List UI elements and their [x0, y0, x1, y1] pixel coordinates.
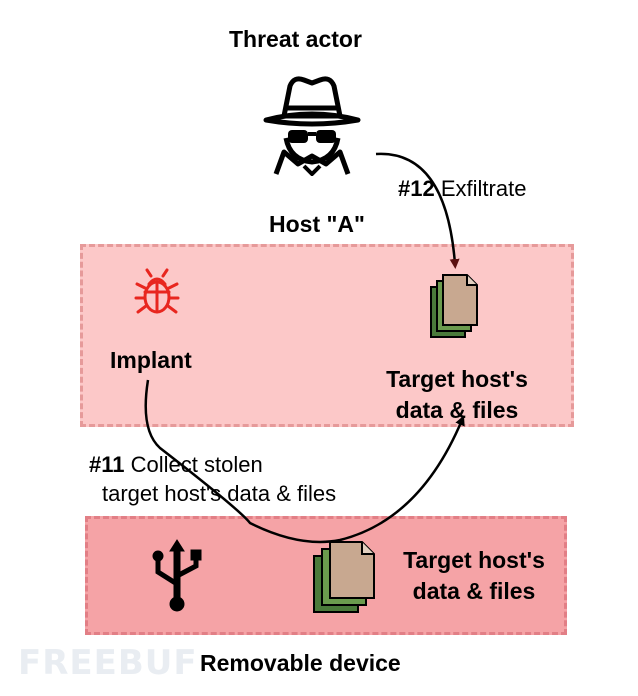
- step-12-text: Exfiltrate: [440, 176, 527, 201]
- usb-target-label-line1: Target host's: [403, 547, 545, 573]
- usb-target-label: Target host's data & files: [378, 545, 570, 607]
- removable-device-label: Removable device: [200, 650, 401, 676]
- step-12-label: #12 Exfiltrate: [398, 176, 526, 202]
- step-11-text-line1: Collect stolen: [130, 452, 263, 477]
- step-11-number: #11: [89, 452, 125, 477]
- implant-label: Implant: [110, 347, 192, 373]
- host-a-label: Host "A": [269, 211, 365, 237]
- step-12-number: #12: [398, 176, 435, 201]
- bug-icon: [134, 268, 180, 314]
- threat-actor-label: Threat actor: [229, 26, 362, 52]
- usb-icon: [152, 539, 202, 612]
- usb-documents-icon: [313, 541, 375, 613]
- step-11-text-line2: target host's data & files: [102, 481, 337, 506]
- usb-target-label-line2: data & files: [412, 578, 536, 604]
- host-target-label: Target host's data & files: [358, 364, 556, 426]
- host-documents-icon: [430, 274, 478, 338]
- spy-icon: [263, 76, 361, 176]
- host-target-label-line2: data & files: [395, 397, 519, 423]
- watermark: FREEBUF: [18, 643, 198, 683]
- host-target-label-line1: Target host's: [386, 366, 528, 392]
- step-11-label: #11 Collect stolen target host's data & …: [89, 450, 336, 508]
